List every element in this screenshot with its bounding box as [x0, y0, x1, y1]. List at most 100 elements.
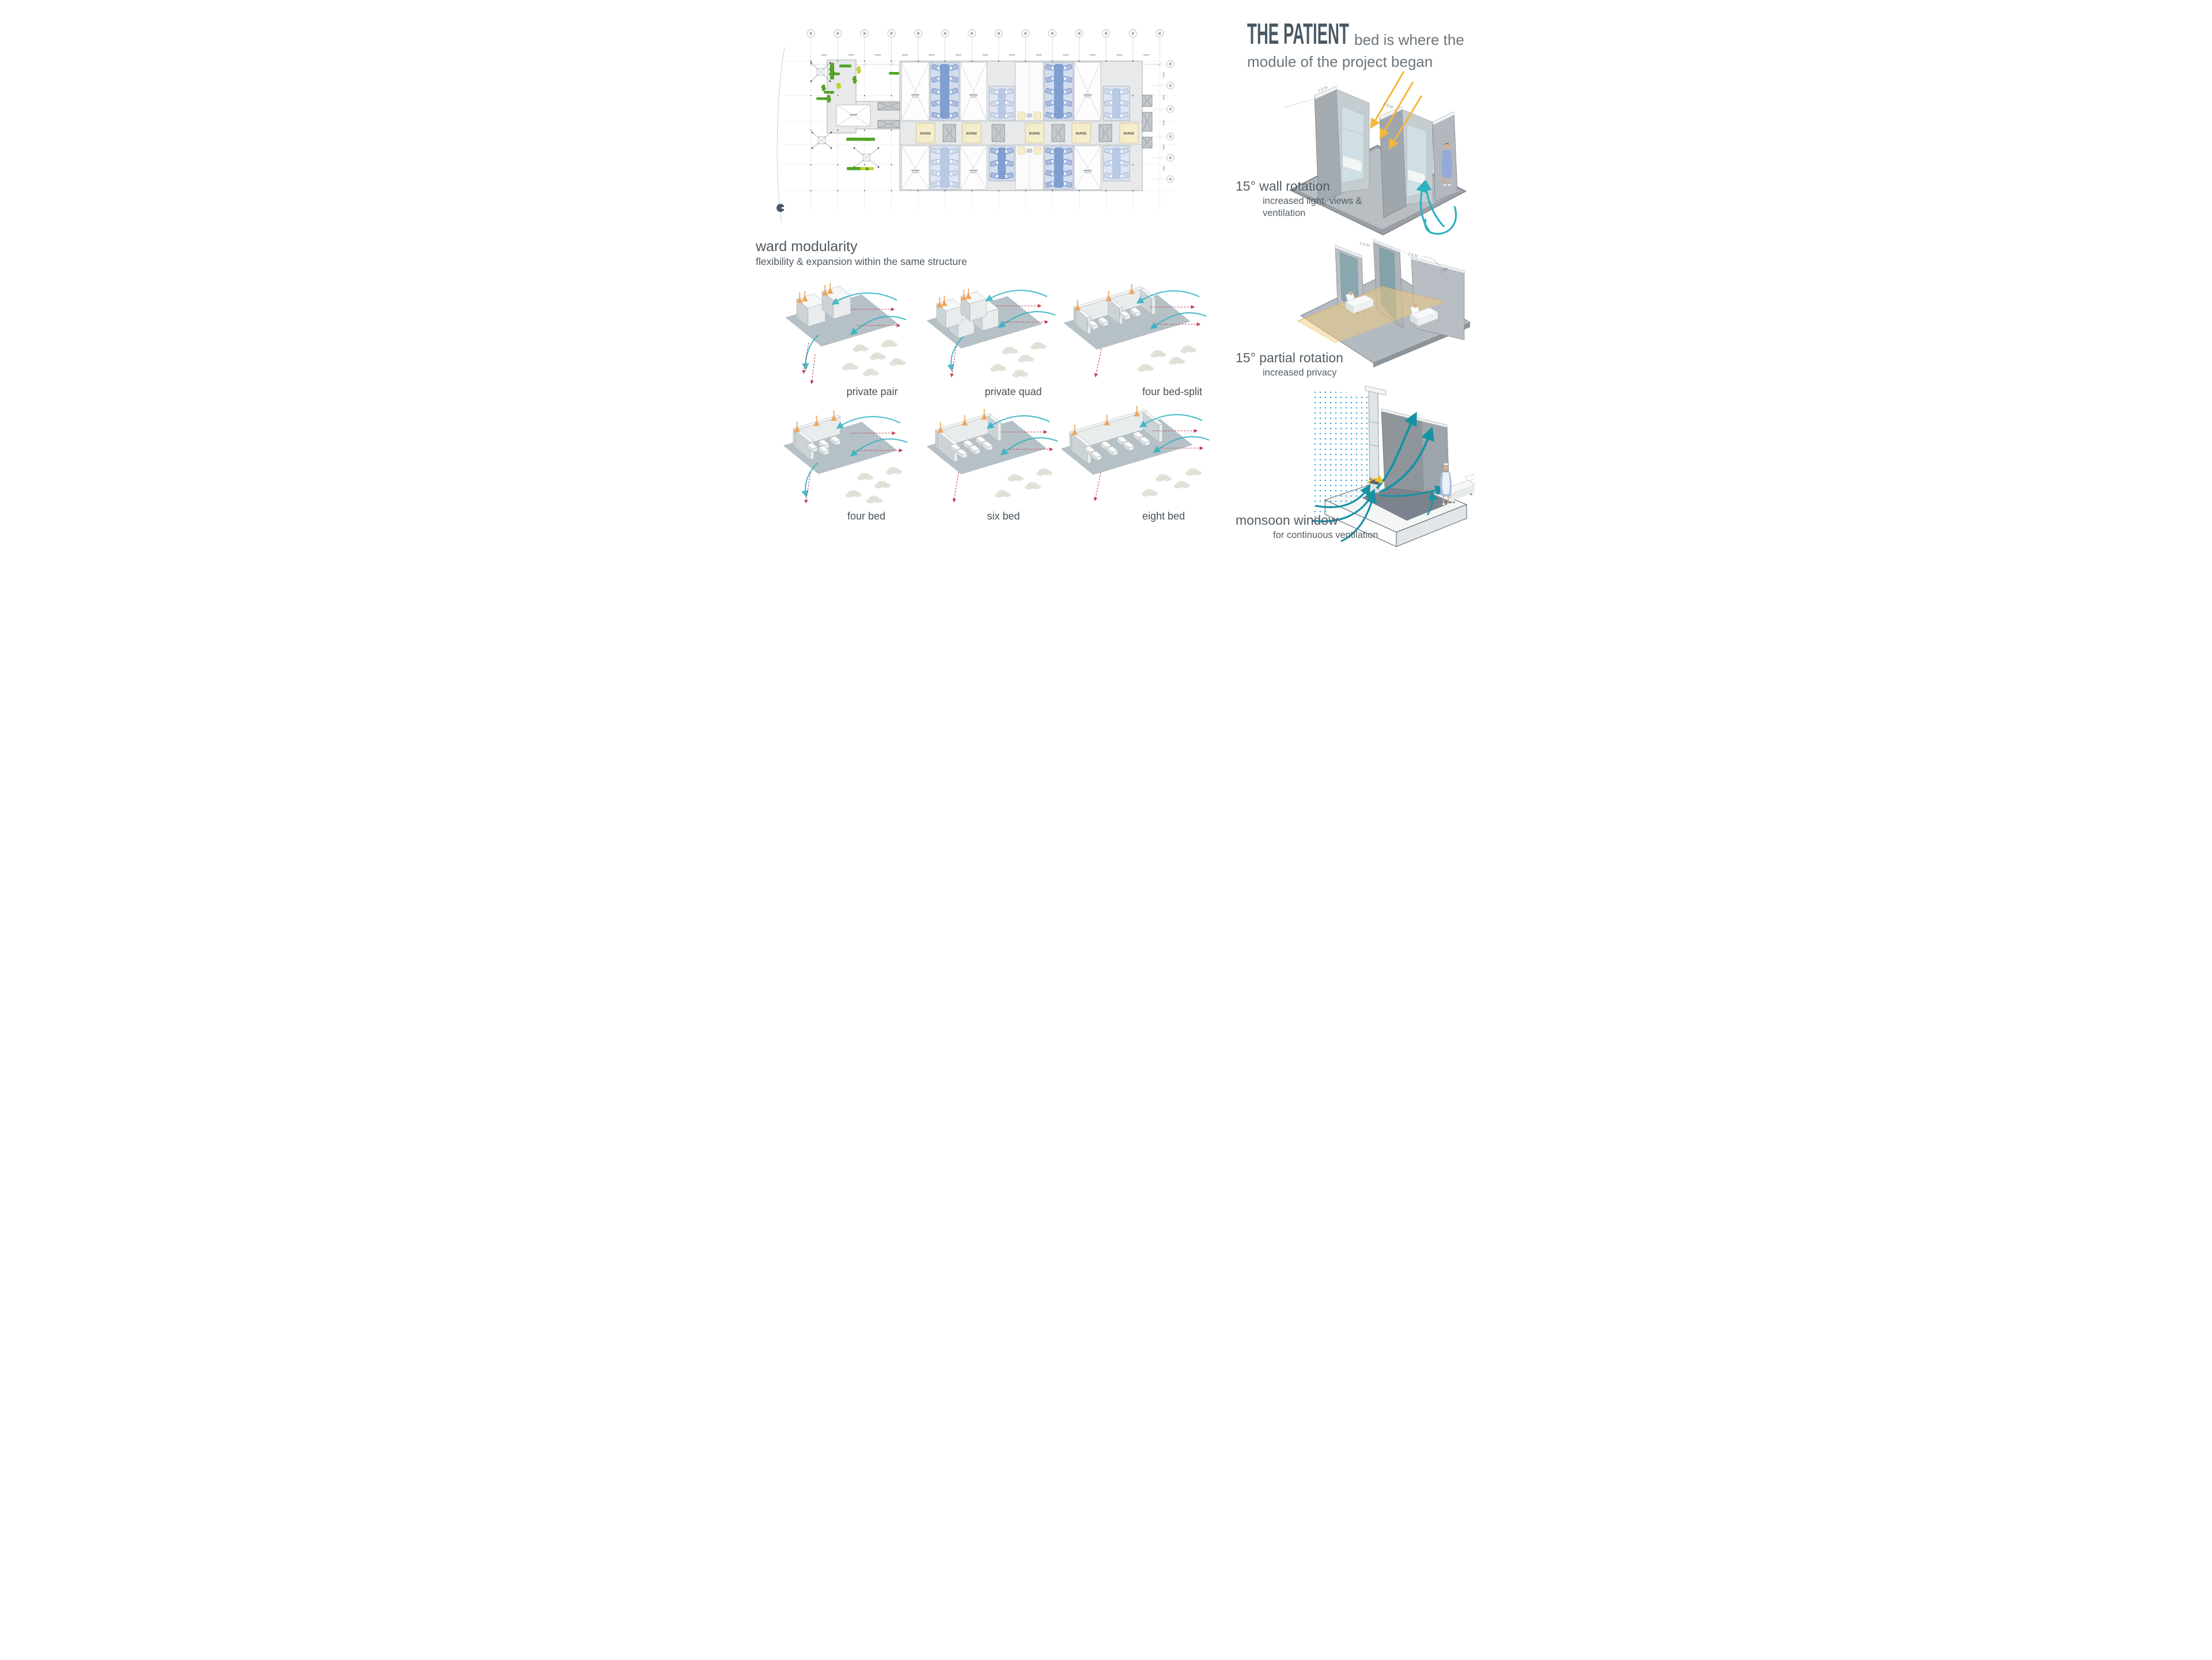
room-x: [960, 62, 987, 121]
patient-bed-right: [1410, 304, 1438, 326]
planting: [816, 63, 899, 171]
nurse-label: NURSE: [1029, 132, 1040, 136]
airflow-arrows: [1416, 179, 1457, 235]
dimension-smudge: [929, 54, 935, 56]
dimension-smudge: [1036, 54, 1042, 56]
grid-bubble: [1166, 60, 1175, 68]
diagram-heading-wall-rotation: 15° wall rotation: [1236, 179, 1330, 194]
airflow-arrows: [947, 290, 1056, 372]
room-x: [901, 145, 930, 190]
airflow-arrows: [1139, 414, 1210, 453]
nurse-station: NURSE: [1071, 123, 1091, 143]
dimension-smudge: [902, 54, 908, 56]
title-line-2: module of the project began: [1247, 53, 1433, 70]
airflow-arrows: [986, 415, 1058, 456]
planter-strip: [824, 90, 834, 94]
airflow-arrows: [801, 416, 908, 498]
room-volumes: [936, 291, 999, 339]
grid-bubble: [1166, 154, 1175, 162]
service-core: [1142, 112, 1153, 132]
module-label-eight-bed: eight bed: [1142, 510, 1185, 522]
north-symbol: [777, 204, 786, 212]
sun-arrows: [1370, 71, 1423, 150]
ground-trees: [995, 468, 1052, 498]
room-utility: [1015, 62, 1044, 121]
diagram-heading-monsoon-window: monsoon window: [1236, 513, 1338, 528]
airflow-arrows: [1312, 411, 1446, 543]
module-private-pair: [785, 283, 907, 385]
dimension-smudge: [1163, 94, 1165, 100]
dimension-smudge: [1143, 54, 1149, 56]
airflow-arrows: [801, 292, 907, 371]
grid-bubble: [1166, 175, 1175, 183]
cross-vent-arrows: [952, 430, 1054, 503]
ground-trees: [842, 340, 906, 376]
diagram-partial-rotation: 15° 2.4 M 1.6 M: [1297, 239, 1471, 367]
dimension-smudge: [1009, 54, 1016, 56]
wall-module-right: [1379, 106, 1433, 218]
patient-bed-left: [1345, 291, 1374, 313]
service-core: [1099, 124, 1112, 142]
dimension-smudge: [1116, 54, 1123, 56]
nurse-station: NURSE: [916, 123, 935, 143]
rotation-angle: 15°: [1402, 251, 1449, 279]
planter-strip: [856, 66, 861, 74]
grid-bubbles-right: [1152, 60, 1175, 183]
wall-module-left: [1314, 86, 1370, 206]
planter-strip: [839, 64, 851, 68]
module-label-private-pair: private pair: [846, 386, 898, 397]
diagram-sub-partial-rotation: increased privacy: [1263, 367, 1337, 378]
title-tail: bed is where the: [1354, 31, 1464, 48]
nurse-station: NURSE: [1025, 123, 1044, 143]
cross-vent-arrows: [1093, 429, 1204, 502]
room-utility: [1015, 145, 1044, 190]
cross-vent-arrows: [950, 304, 1049, 378]
ward-light: [1103, 86, 1130, 121]
exhaust-arrows: [796, 283, 834, 303]
grid-bubble: [941, 29, 949, 37]
planter-strip: [826, 95, 831, 103]
grid-bubbles-top: [806, 29, 1164, 66]
courtyard: [836, 104, 871, 127]
dimension-label: 2.4 M: [1359, 241, 1370, 248]
service-core: [1142, 137, 1153, 149]
exhaust-arrows: [1074, 283, 1135, 310]
module-label-four-bed: four bed: [847, 510, 886, 522]
grid-bubble: [806, 29, 815, 37]
structural-brace: [811, 131, 832, 149]
grid-bubble: [1021, 29, 1030, 37]
exhaust-arrows: [1071, 405, 1141, 435]
grid-bubble: [1156, 29, 1164, 37]
grid-bubble: [1048, 29, 1056, 37]
ward-light: [988, 86, 1015, 121]
dimension-smudge: [1163, 72, 1165, 78]
title-line-1: THE PATIENT bed is where the: [1247, 17, 1464, 51]
diagram-wall-rotation: 1.6 M 2.8 M: [1285, 71, 1467, 236]
ward-light: [1103, 145, 1130, 181]
title-strong-box: THE PATIENT: [1247, 17, 1354, 51]
grid-bubble: [914, 29, 922, 37]
exhaust-arrows: [794, 410, 838, 432]
planter-strip: [829, 72, 840, 75]
leader-dotted: [1285, 98, 1315, 108]
ground-trees: [1142, 468, 1202, 497]
ward-medium: [1044, 62, 1074, 121]
cross-vent-arrows: [802, 307, 901, 385]
ward-medium: [988, 145, 1015, 181]
module-label-private-quad: private quad: [984, 386, 1042, 397]
grid-bubble: [1075, 29, 1084, 37]
diagram-sub-wall-rotation-1: increased light, views &: [1263, 196, 1362, 206]
window-vent-arrow: [1366, 475, 1384, 484]
service-core: [1051, 124, 1065, 142]
ground-trees: [1138, 346, 1196, 372]
module-label-six-bed: six bed: [987, 510, 1020, 522]
grid-bubble: [968, 29, 976, 37]
nurse-station: NURSE: [1119, 123, 1139, 143]
section-heading-ward-modularity: ward modularity: [756, 238, 858, 255]
dimension-label: 1.6 M: [1407, 252, 1418, 259]
structural-brace: [810, 62, 831, 82]
cross-vent-arrows: [804, 431, 903, 504]
dimension-smudge: [848, 54, 854, 56]
